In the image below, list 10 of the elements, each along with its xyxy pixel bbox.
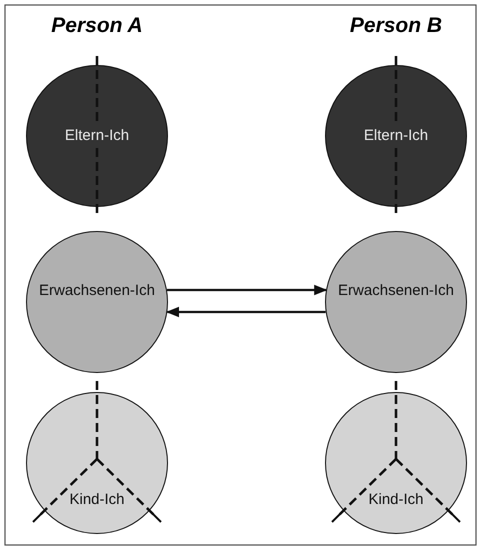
state-label: Erwachsenen-Ich (337, 282, 455, 300)
state-label: Erwachsenen-Ich (38, 282, 156, 300)
state-label: Eltern-Ich (64, 126, 130, 144)
state-label: Eltern-Ich (362, 126, 430, 144)
arrow (166, 284, 328, 296)
state-label: Kind-Ich (68, 490, 126, 508)
person-heading: Person A (51, 14, 143, 38)
arrow (166, 306, 326, 318)
person-heading: Person B (350, 14, 442, 38)
state-label: Kind-Ich (367, 490, 425, 508)
